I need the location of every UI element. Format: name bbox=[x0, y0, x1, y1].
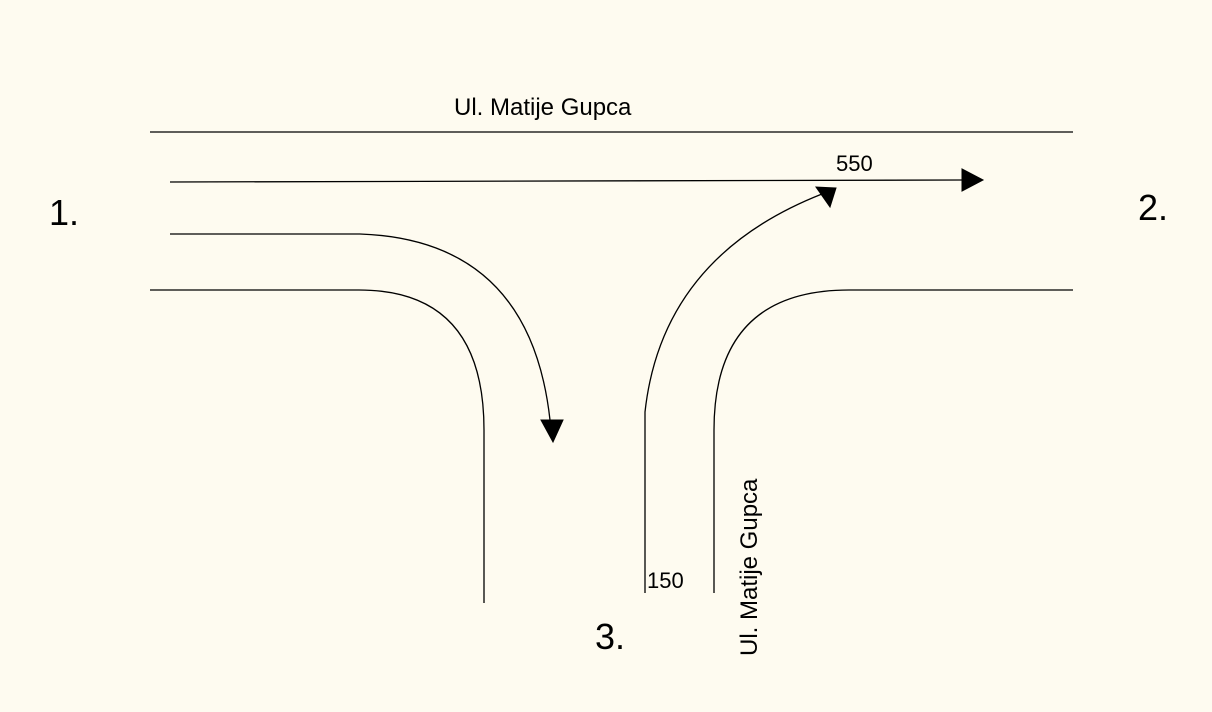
node-label-south: 3. bbox=[595, 616, 625, 657]
main-road-south-west-edge bbox=[150, 289, 485, 603]
arrow-head-icon bbox=[815, 186, 837, 209]
flow-paths bbox=[169, 179, 963, 593]
node-label-east: 2. bbox=[1138, 187, 1168, 228]
main-road-south-east-edge bbox=[713, 289, 1073, 593]
arrow-head-icon bbox=[961, 168, 985, 192]
main-street-label: Ul. Matije Gupca bbox=[454, 94, 632, 121]
road-edges bbox=[150, 131, 1073, 603]
side-street-label: Ul. Matije Gupca bbox=[736, 478, 763, 656]
flow-line-west-south bbox=[170, 233, 551, 421]
node-label-west: 1. bbox=[49, 192, 79, 233]
flow-line-west-east bbox=[169, 179, 963, 183]
flow-label-south-east: 150 bbox=[647, 568, 684, 593]
flow-line-south-east bbox=[644, 193, 823, 593]
arrow-heads bbox=[540, 168, 985, 444]
arrow-head-icon bbox=[540, 419, 564, 444]
flow-label-west-east: 550 bbox=[836, 151, 873, 176]
